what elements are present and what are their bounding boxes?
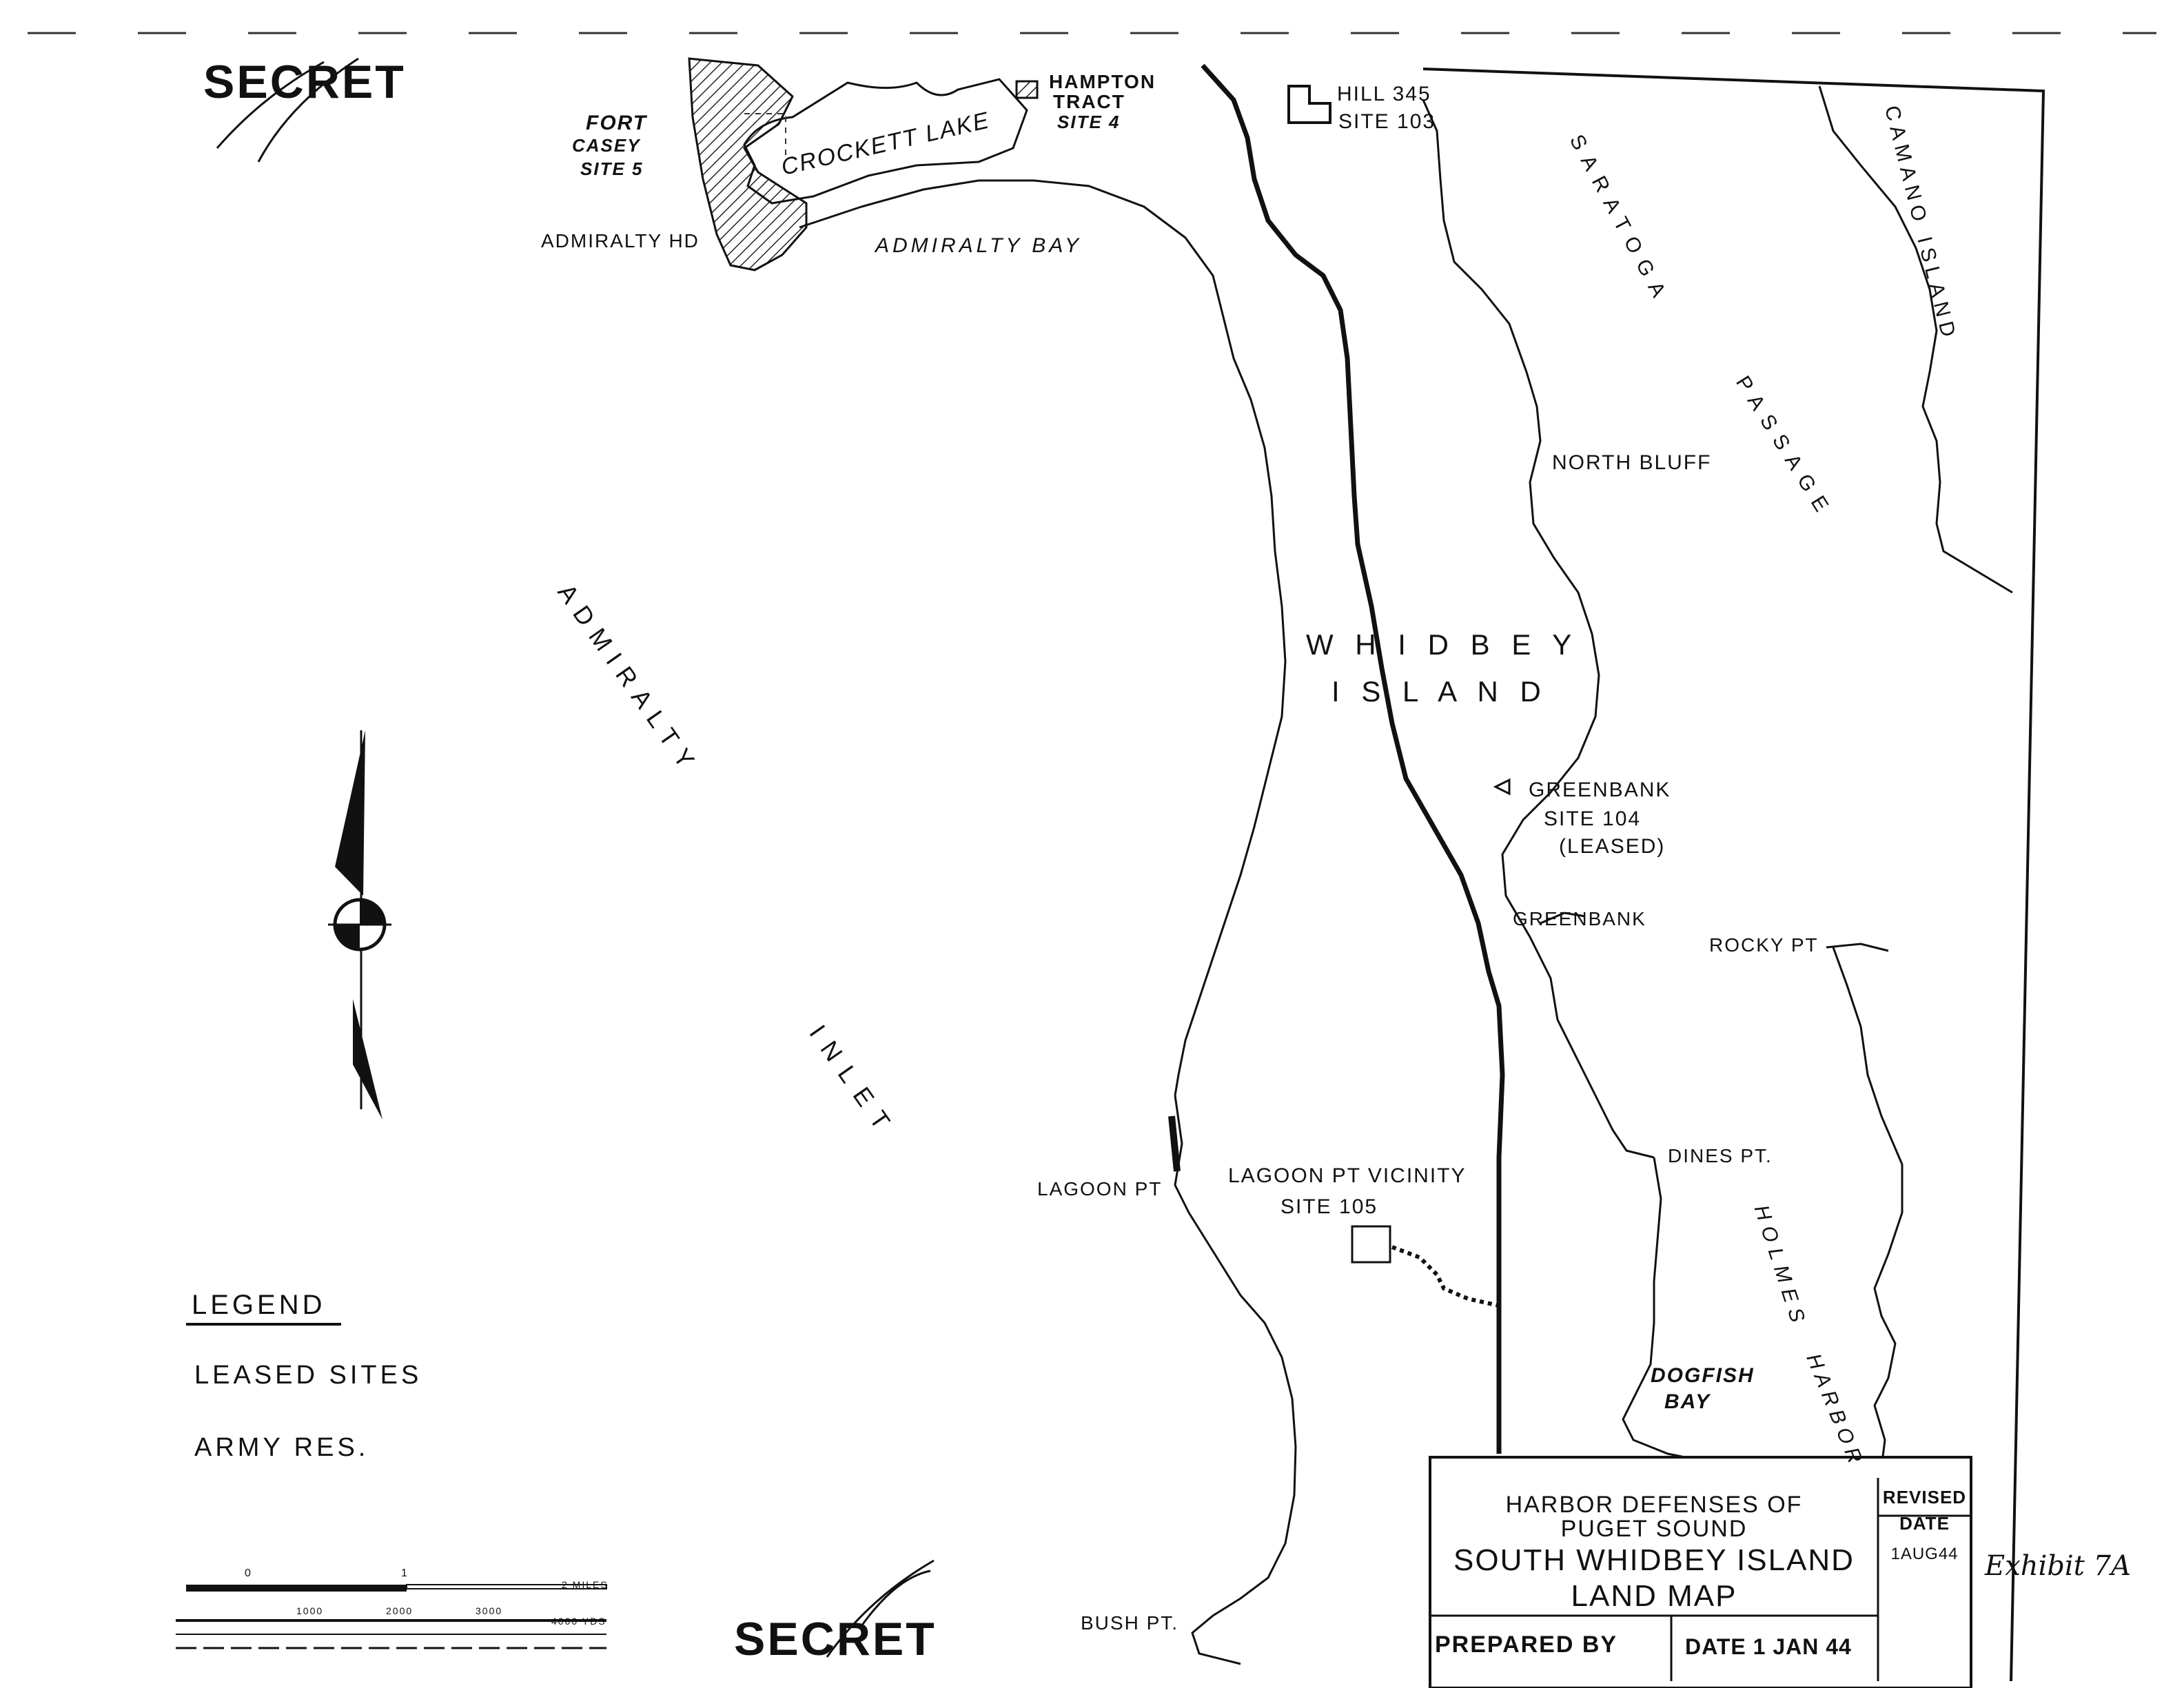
scale-yds-2: 2000 <box>386 1605 414 1616</box>
legend-title: LEGEND <box>192 1290 326 1320</box>
hill-site-label: SITE 103 <box>1338 110 1436 133</box>
greenbank-shore-detail <box>1540 912 1586 925</box>
title-line-3: SOUTH WHIDBEY ISLAND <box>1453 1543 1855 1577</box>
map-frame <box>1422 68 2045 1682</box>
rocky-point-label: ROCKY PT <box>1709 934 1819 956</box>
scale-yds-3: 3000 <box>476 1605 503 1616</box>
title-line-1: HARBOR DEFENSES OF <box>1505 1492 1803 1518</box>
title-line-4: LAND MAP <box>1571 1579 1737 1613</box>
dogfish-label: DOGFISH <box>1651 1364 1755 1387</box>
lagoon-point-feature <box>1168 1115 1181 1172</box>
dogfish-bay-label: BAY <box>1664 1390 1711 1413</box>
admiralty-bay-shoreline <box>799 179 1287 1096</box>
hill-label: HILL 345 <box>1337 83 1431 105</box>
lagoon-site-label: SITE 105 <box>1280 1195 1378 1218</box>
greenbank-site-leased: (LEASED) <box>1559 835 1666 858</box>
north-arrow <box>328 730 391 1120</box>
greenbank-site-label: GREENBANK <box>1529 779 1671 801</box>
lagoon-site-marker <box>1351 1225 1391 1264</box>
lagoon-point-label: LAGOON PT <box>1037 1178 1163 1200</box>
prepared-by-label: PREPARED BY <box>1435 1632 1618 1658</box>
secret-top-strike <box>216 57 359 163</box>
lagoon-access-road <box>1391 1245 1500 1308</box>
bush-point-label: BUSH PT. <box>1081 1612 1179 1634</box>
scale-yds-1: 1000 <box>296 1605 324 1616</box>
scale-mile-2: 2 MILES <box>562 1579 609 1590</box>
greenbank-site-number: SITE 104 <box>1544 807 1642 830</box>
legend-leased-sites: LEASED SITES <box>194 1361 422 1390</box>
whidbey-label: W H I D B E Y <box>1306 628 1579 661</box>
lagoon-vicinity-label: LAGOON PT VICINITY <box>1228 1164 1467 1187</box>
dines-point-label: DINES PT. <box>1668 1145 1773 1166</box>
revised-label: REVISED <box>1882 1487 1967 1507</box>
rocky-point-shore <box>1826 943 1889 952</box>
island-label: I S L A N D <box>1331 675 1548 708</box>
hill-345-site-marker <box>1287 85 1331 124</box>
fort-casey-label: FORT <box>586 112 648 134</box>
secret-bottom-strike <box>826 1559 935 1658</box>
scale-mile-0: 0 <box>245 1567 252 1579</box>
crockett-lake <box>743 78 1028 205</box>
saratoga-passage-shoreline <box>1422 99 1655 1159</box>
army-reservation-fort-casey <box>688 57 808 271</box>
crockett-lake-dashed <box>744 113 786 155</box>
holmes-harbor-west-shore <box>1622 1157 1704 1468</box>
revised-date-label: DATE <box>1899 1513 1950 1534</box>
admiralty-bay-label: ADMIRALTY BAY <box>875 234 1083 257</box>
scale-bar <box>176 1584 607 1649</box>
fort-casey-site: SITE 5 <box>580 158 644 179</box>
fort-casey-label-2: CASEY <box>572 135 641 156</box>
title-block-frame <box>1429 1456 1972 1688</box>
date-label: DATE 1 JAN 44 <box>1685 1634 1852 1659</box>
camano-island-shoreline <box>1818 85 2013 594</box>
legend-army-res: ARMY RES. <box>194 1433 369 1462</box>
hampton-site-label: SITE 4 <box>1057 112 1121 132</box>
classification-top: SECRET <box>203 56 406 108</box>
title-line-2: PUGET SOUND <box>1560 1516 1748 1542</box>
scale-mile-1: 1 <box>401 1567 409 1579</box>
hampton-tract-marker <box>1015 80 1039 99</box>
north-bluff-label: NORTH BLUFF <box>1552 451 1712 474</box>
admiralty-head-label: ADMIRALTY HD <box>541 230 700 251</box>
highway <box>1201 63 1505 1454</box>
holmes-harbor-east-shore <box>1832 947 1904 1468</box>
greenbank-label: GREENBANK <box>1513 908 1646 929</box>
exhibit-note: Exhibit 7A <box>1985 1550 2131 1582</box>
hampton-label: HAMPTON <box>1049 71 1156 92</box>
scale-yds-4: 4000 YDS <box>551 1616 606 1627</box>
revised-date-value: 1AUG44 <box>1890 1545 1959 1563</box>
classification-bottom: SECRET <box>734 1613 937 1665</box>
west-shoreline-south <box>1174 1095 1297 1665</box>
greenbank-site-marker <box>1493 778 1511 796</box>
hampton-tract-label: TRACT <box>1053 91 1125 112</box>
